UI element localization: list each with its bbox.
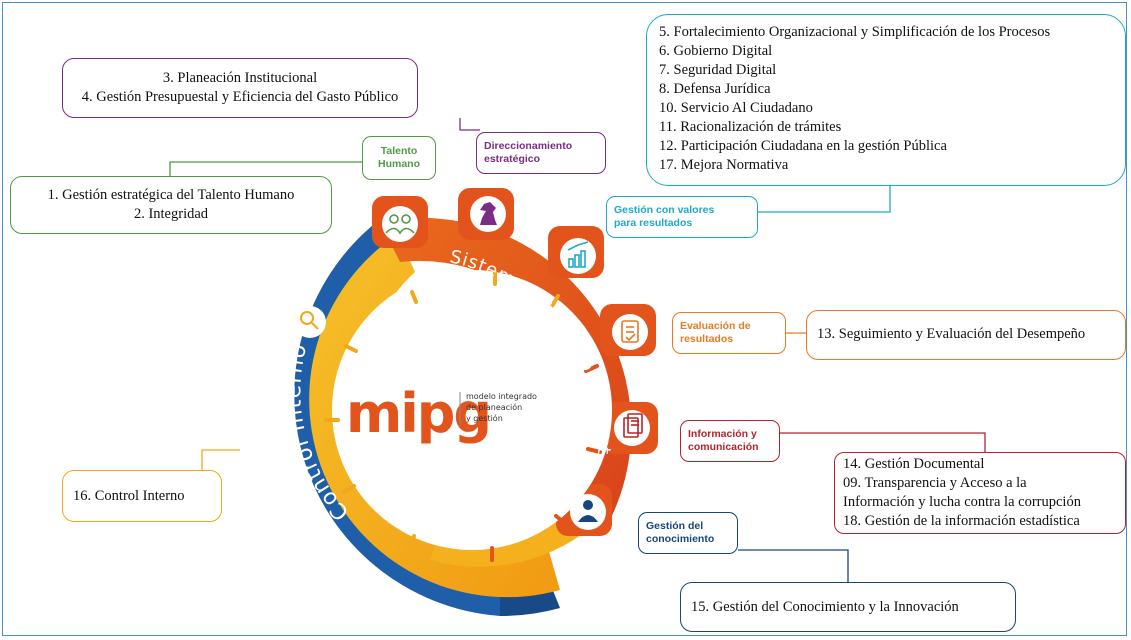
magnifier-icon <box>300 311 319 330</box>
box-conocimiento: 15. Gestión del Conocimiento y la Innova… <box>680 582 1016 632</box>
box-informacion-line-3: Información y lucha contra la corrupción <box>843 494 1081 510</box>
tag-valores-line-2: para resultados <box>614 217 693 229</box>
logo-tagline-3: y gestión <box>466 413 503 423</box>
box-valores-line-2: 6. Gobierno Digital <box>659 43 773 59</box>
box-planeacion-line-1: 3. Planeación Institucional <box>162 70 318 86</box>
box-planeacion: 3. Planeación Institucional 4. Gestión P… <box>62 58 418 118</box>
tag-conocimiento: Gestión del conocimiento <box>638 512 738 554</box>
tag-direccionamiento-line-1: Direccionamiento <box>484 140 573 152</box>
tag-evaluacion: Evaluación de resultados <box>672 312 786 354</box>
blue-outer-ring <box>294 212 500 616</box>
documents-icon <box>623 413 643 438</box>
medicion-label: Medición <box>326 571 394 606</box>
mipg-logo-mark: mipg <box>346 382 490 445</box>
gear-icon-circles <box>294 196 650 530</box>
box-valores-line-1: 5. Fortalecimiento Organizacional y Simp… <box>659 24 1051 40</box>
box-evaluacion-line-1: 13. Seguimiento y Evaluación del Desempe… <box>817 326 1086 342</box>
people-icon <box>385 214 415 235</box>
tag-conocimiento-line-2: conocimiento <box>646 533 715 545</box>
box-talento: 1. Gestión estratégica del Talento Human… <box>10 176 332 234</box>
tag-talento-humano: Talento Humano <box>362 136 436 180</box>
box-control: 16. Control Interno <box>62 470 222 522</box>
box-informacion-line-2: 09. Transparencia y Acceso a la <box>843 475 1027 491</box>
tag-informacion-line-2: comunicación <box>688 441 759 453</box>
person-icon <box>578 500 598 522</box>
tag-gestion-valores: Gestión con valores para resultados <box>606 196 758 238</box>
clock-ticks-orange <box>490 364 602 562</box>
tag-direccionamiento-line-2: estratégico <box>484 153 541 165</box>
box-valores-line-8: 17. Mejora Normativa <box>659 157 789 173</box>
box-valores-line-3: 7. Seguridad Digital <box>659 62 777 78</box>
box-valores-line-7: 12. Participación Ciudadana en la gestió… <box>659 138 947 154</box>
tag-conocimiento-line-1: Gestión del <box>646 520 704 532</box>
tag-evaluacion-line-1: Evaluación de <box>680 320 751 332</box>
box-talento-line-1: 1. Gestión estratégica del Talento Human… <box>47 187 295 203</box>
tag-evaluacion-line-2: resultados <box>680 333 734 345</box>
box-talento-line-2: 2. Integridad <box>133 206 209 222</box>
institucionalidad-label: Institucionalidad <box>228 291 283 424</box>
tag-informacion-line-1: Información y <box>688 428 757 440</box>
inner-disk <box>332 270 612 550</box>
checklist-icon <box>621 320 639 343</box>
box-valores-line-5: 10. Servicio Al Ciudadano <box>659 100 813 116</box>
tag-talento-line-2: Humano <box>378 158 420 170</box>
box-valores-line-6: 11. Racionalización de trámites <box>659 119 842 135</box>
logo-tagline-1: modelo integrado <box>466 392 537 401</box>
box-evaluacion: 13. Seguimiento y Evaluación del Desempe… <box>806 310 1126 360</box>
tag-direccionamiento: Direccionamiento estratégico <box>476 132 606 174</box>
sigi-ring <box>380 217 632 520</box>
clock-ticks <box>324 270 560 548</box>
box-informacion-line-1: 14. Gestión Documental <box>843 456 985 472</box>
box-informacion: 14. Gestión Documental 09. Transparencia… <box>834 452 1126 534</box>
box-gestion-valores: 5. Fortalecimiento Organizacional y Simp… <box>646 14 1126 186</box>
chess-knight-icon <box>480 202 497 225</box>
box-conocimiento-line-1: 15. Gestión del Conocimiento y la Innova… <box>691 599 959 615</box>
logo-tagline-2: de planeación <box>466 402 522 412</box>
box-informacion-line-4: 18. Gestión de la información estadístic… <box>843 513 1080 529</box>
bar-chart-icon <box>567 241 589 268</box>
tag-informacion: Información y comunicación <box>680 420 780 462</box>
tag-valores-line-1: Gestión con valores <box>614 204 715 216</box>
tag-talento-line-1: Talento <box>380 145 418 157</box>
box-planeacion-line-2: 4. Gestión Presupuestal y Eficiencia del… <box>81 89 399 105</box>
connector-lines <box>169 118 986 582</box>
box-control-line-1: 16. Control Interno <box>73 488 185 504</box>
box-valores-line-4: 8. Defensa Jurídica <box>659 81 771 97</box>
